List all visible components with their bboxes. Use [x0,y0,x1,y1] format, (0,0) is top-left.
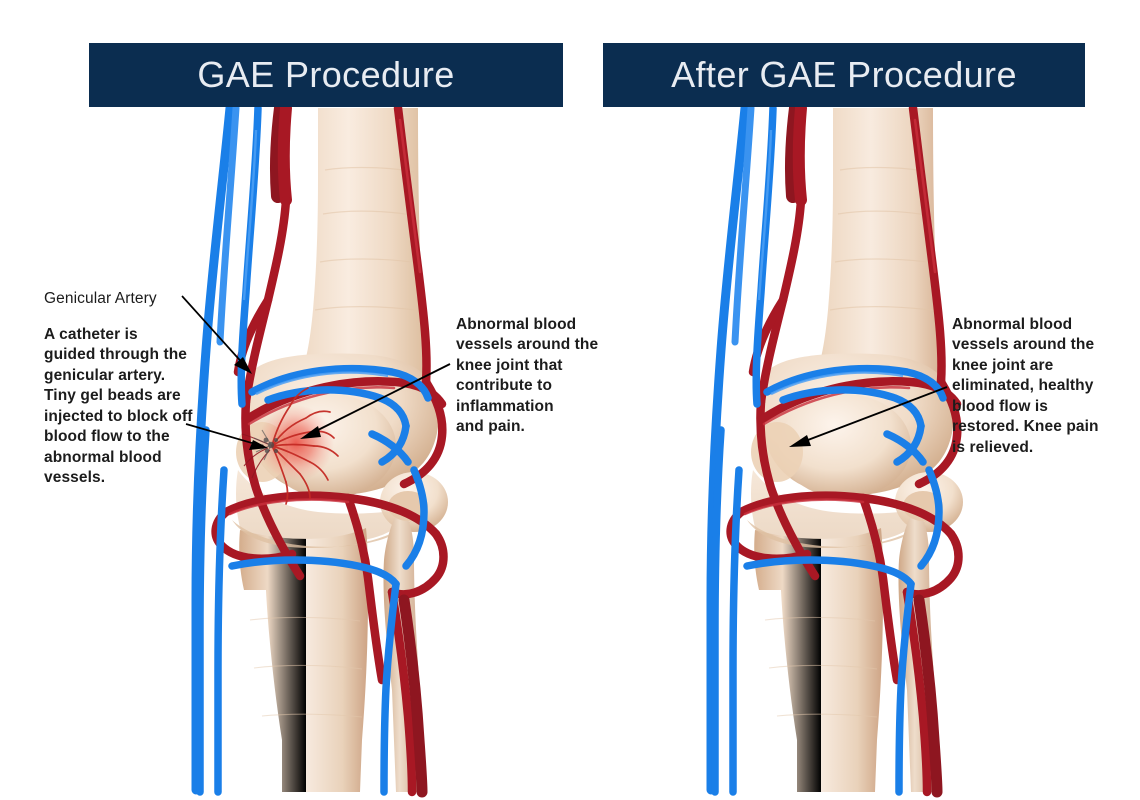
right-fibula [898,508,939,792]
right-femur-condyles [761,353,954,496]
right-tibia [754,528,883,792]
panel-title-before: GAE Procedure [89,43,563,107]
right-lateral-condyle [895,472,963,532]
right-medial-condyle [779,394,911,498]
left-joint-capsule [236,470,412,540]
right-veins [711,104,947,796]
right-knee-anatomy [706,101,963,798]
arrow-icon-abnormal-after [789,386,948,447]
right-femur [795,108,947,478]
left-medial-condyle [264,394,396,498]
left-fibula [383,508,424,792]
annotation-genicular-artery-label: Genicular Artery [44,290,157,307]
panel-title-after-text: After GAE Procedure [671,54,1017,95]
left-femur-condyles [246,353,439,496]
panel-title-before-text: GAE Procedure [197,54,455,95]
annotation-abnormal-vessels-before: Abnormal blood vessels around the knee j… [456,316,599,436]
left-veins [196,104,432,796]
left-arteries [211,103,448,797]
panel-title-after: After GAE Procedure [603,43,1085,107]
right-joint-capsule [751,470,927,540]
left-tibial-plateau [232,520,412,548]
left-tibia [239,528,368,792]
left-knee-anatomy [191,101,448,798]
right-arteries [726,103,963,797]
annotation-catheter-description: A catheter is guided through the genicul… [44,326,193,487]
left-lateral-condyle [380,472,448,532]
arrow-icon-abnormal-before [300,363,451,439]
right-tibial-plateau [747,520,927,548]
annotation-abnormal-vessels-after: Abnormal blood vessels around the knee j… [952,316,1099,456]
left-embolization-site [241,387,339,505]
right-veins-posterior [706,103,750,795]
left-femur [280,108,432,478]
